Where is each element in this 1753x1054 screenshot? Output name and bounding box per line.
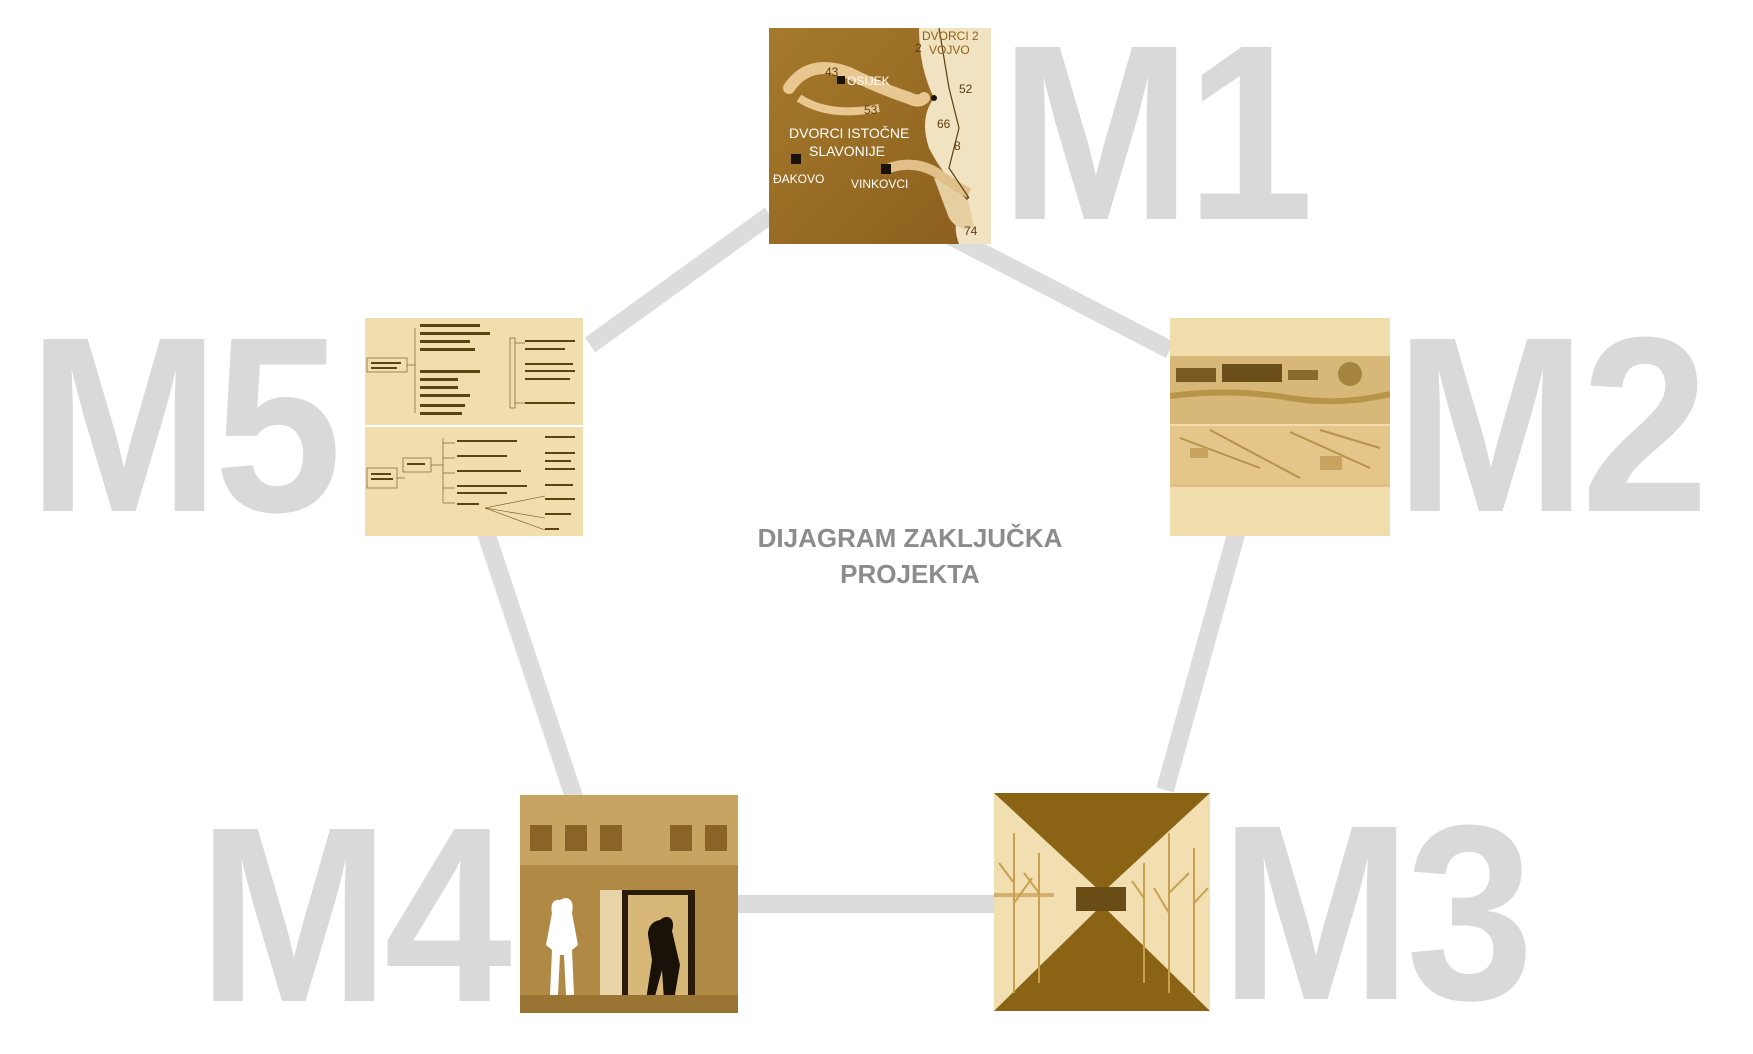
org-chart-image (365, 318, 583, 536)
panel-m2-site-plan (1170, 318, 1390, 536)
region-line1: DVORCI ISTOČNE (789, 125, 909, 141)
panel-m1-map: OSIJEK DVORCI ISTOČNE SLAVONIJE ĐAKOVO V… (769, 28, 991, 244)
diagram-canvas: M1 M2 M3 M4 M5 OSIJEK DVORCI ISTOČNE (28, 0, 1709, 1040)
label-m1: M1 (1000, 0, 1314, 272)
person-silhouette-dark (646, 917, 680, 1000)
pentagon-connectors (476, 202, 1249, 913)
connector-m5-m1 (584, 207, 776, 353)
corner-text-1: DVORCI 2 (922, 29, 979, 43)
label-m5: M5 (28, 285, 342, 564)
town-osijek-label: OSIJEK (847, 74, 890, 88)
label-m2: M2 (1395, 285, 1709, 564)
map-num-8: 8 (954, 139, 961, 153)
map-num-53: 53 (864, 103, 878, 117)
label-m4: M4 (198, 775, 512, 1054)
map-num-66: 66 (937, 117, 951, 131)
connector-m2-m3 (1156, 517, 1249, 793)
panel-m3-rendering (994, 793, 1210, 1011)
map-num-2: 2 (915, 41, 922, 55)
corner-text-2: VOJVO (929, 43, 970, 57)
region-line2: SLAVONIJE (809, 143, 885, 159)
diagram-title-line1: DIJAGRAM ZAKLJUČKA (757, 523, 1063, 553)
site-plan-image (1170, 318, 1390, 536)
map-num-43: 43 (825, 65, 839, 79)
rendering-image (994, 793, 1210, 1011)
map-num-52: 52 (959, 82, 973, 96)
diagram-title: DIJAGRAM ZAKLJUČKA PROJEKTA (700, 520, 1120, 592)
panel-m5-chart (365, 318, 583, 536)
town-djakovo-label: ĐAKOVO (773, 172, 824, 186)
djakovo-marker (791, 154, 801, 164)
town-vinkovci-label: VINKOVCI (851, 177, 908, 191)
vinkovci-marker (881, 164, 891, 174)
connector-m4-m5 (476, 527, 584, 803)
diagram-title-line2: PROJEKTA (840, 559, 980, 589)
osijek-marker (837, 76, 845, 84)
panel-m4-photo (520, 795, 738, 1013)
photo-image (520, 795, 738, 1013)
map-image: OSIJEK DVORCI ISTOČNE SLAVONIJE ĐAKOVO V… (769, 28, 991, 244)
map-num-74: 74 (964, 224, 978, 238)
label-m3: M3 (1220, 773, 1534, 1052)
person-silhouette-white (546, 898, 578, 995)
